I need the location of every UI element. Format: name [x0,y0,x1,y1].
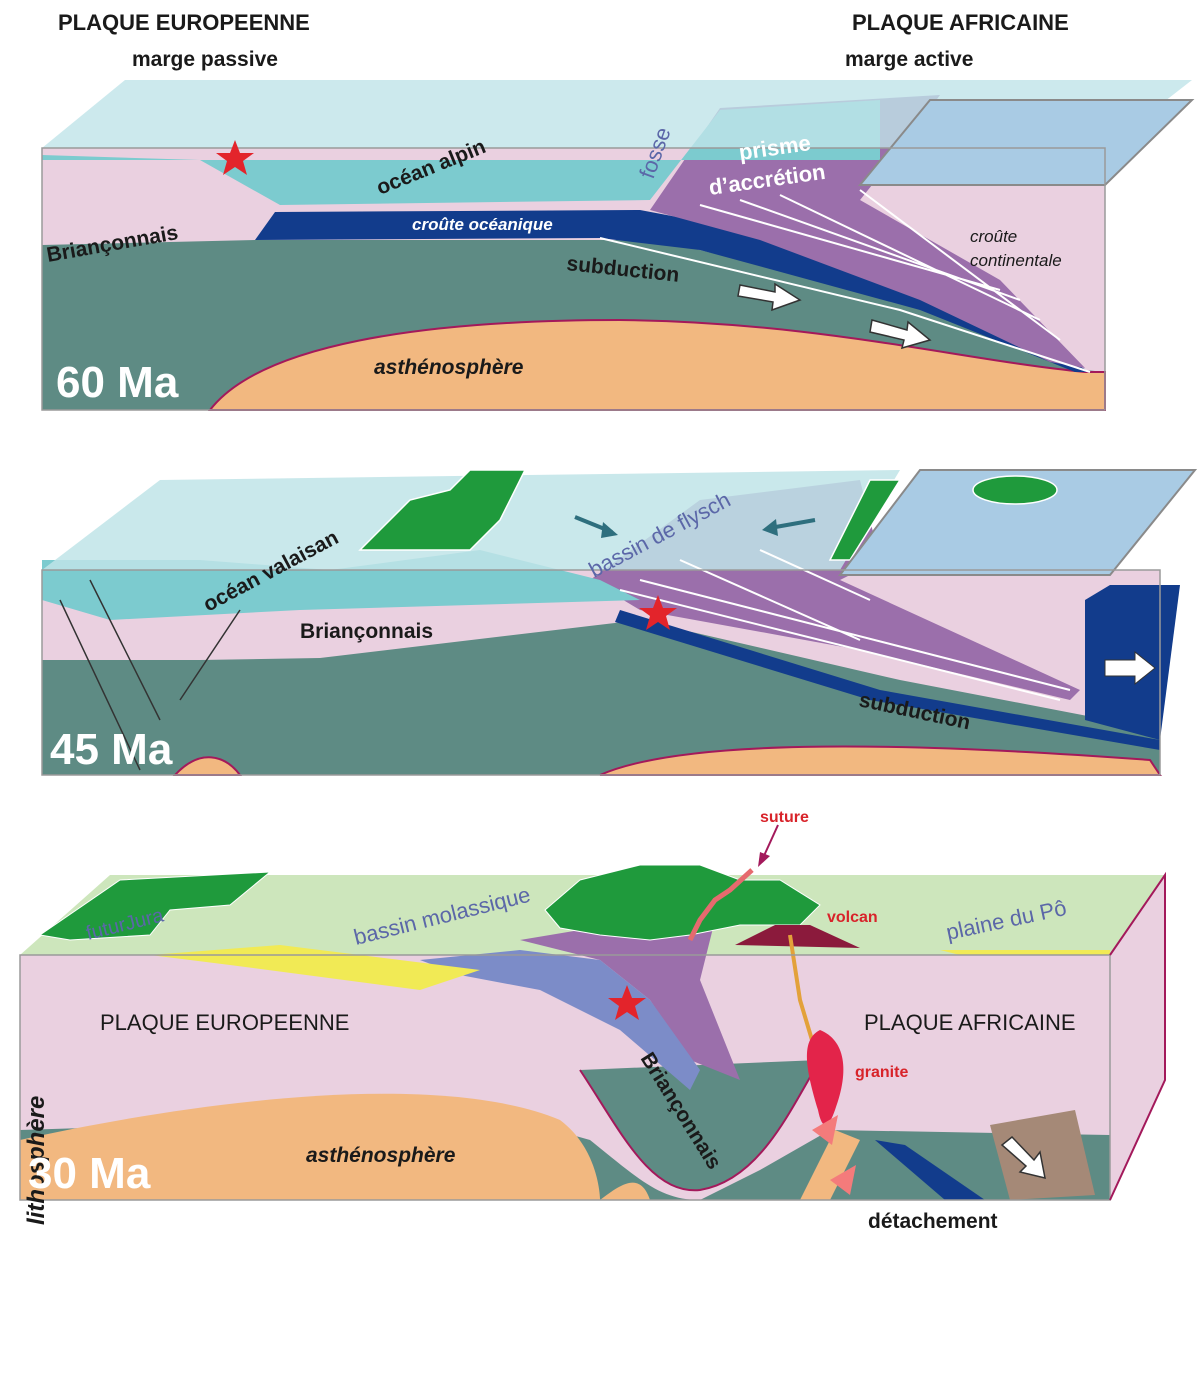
african-margin-45 [837,469,1198,576]
label-lithosphere: lithosphère [23,1096,50,1225]
label-detachment: détachement [868,1210,998,1233]
arrow-detachment [1000,1135,1046,1180]
block-outline-45 [41,569,1161,776]
asthenosphere-60 [207,318,1106,411]
upwelling-30 [800,1130,860,1200]
header-right-margin: marge active [845,48,973,71]
label-continental-1: croûte [970,227,1017,246]
slab-edge-60 [599,237,1091,373]
label-suture: suture [760,809,809,826]
label-asthenosphere-60: asthénosphère [374,356,524,379]
oceanic-slab-45 [615,610,1160,750]
age-60: 60 Ma [56,358,179,407]
green-island-45 [972,475,1058,505]
arrow-45-right-head [762,519,778,536]
age-30: 30 Ma [28,1149,151,1198]
arrow-45-right [769,518,816,530]
mantle-45 [42,620,1160,775]
label-volcan: volcan [827,909,878,926]
label-africa-30: PLAQUE AFRICAINE [864,1010,1076,1035]
age-45: 45 Ma [50,725,173,774]
prism-60 [650,95,1085,368]
green-jura-30 [38,871,272,941]
panel-45ma: océan valaisan bassin de flysch Briançon… [41,469,1198,776]
star-marker-45 [639,595,677,630]
arrow-up-1 [812,1115,838,1145]
green-block-45-b [828,479,902,561]
asthenosphere-30-b [600,1182,650,1200]
label-granite: granite [855,1064,908,1081]
green-block-45-a [358,469,527,551]
ocean-60 [42,100,880,205]
volcano-30 [735,925,860,948]
detached-slab-30 [990,1110,1095,1200]
arrow-60-a [737,282,802,312]
granite-30 [806,1030,844,1125]
header-right-plate: PLAQUE AFRICAINE [852,10,1069,35]
label-brianconnais-45: Briançonnais [300,620,433,643]
arrow-45-left-head [601,522,618,538]
panel-60ma: océan alpin fosse prisme d’accrétion cro… [41,80,1195,411]
green-massif-30 [544,864,821,941]
arrow-45 [1104,650,1156,686]
mantle-root-30 [579,1059,821,1192]
header-left-margin: marge passive [132,48,278,71]
label-europe-30: PLAQUE EUROPEENNE [100,1010,349,1035]
prism-faults-60 [699,189,1061,341]
arrow-60-b [869,319,932,350]
prism-faults-45 [619,549,1071,701]
po-yellow-30 [940,950,1110,955]
label-oceanic-crust: croûte océanique [412,215,553,234]
thrust-sheet-30 [420,950,700,1090]
side-face-30 [1110,875,1165,1200]
suture-line-30 [687,868,754,942]
suture-arrow-head [758,852,770,867]
asthenosphere-45 [599,745,1162,776]
block-outline-60 [41,147,1106,411]
conduit-30 [788,934,814,1041]
molasse-30 [150,945,480,990]
asthenosphere-30 [20,1093,600,1200]
left-faults-45 [59,579,241,771]
label-continental-2: continentale [970,251,1062,270]
asthenosphere-45-left [172,756,243,776]
label-asthenosphere-30: asthénosphère [306,1144,456,1167]
star-marker-60 [216,140,254,175]
african-margin-60 [857,99,1195,186]
header-left-plate: PLAQUE EUROPEENNE [58,10,310,35]
star-marker-30 [608,985,646,1020]
suture-arrow [762,824,779,859]
prism-30 [520,900,740,1080]
slab-30 [875,1140,985,1200]
panel-30ma: suture futurJura bassin molassique volca… [19,809,1166,1233]
arrow-up-2 [830,1165,856,1195]
block-edge-30 [1109,871,1166,1201]
